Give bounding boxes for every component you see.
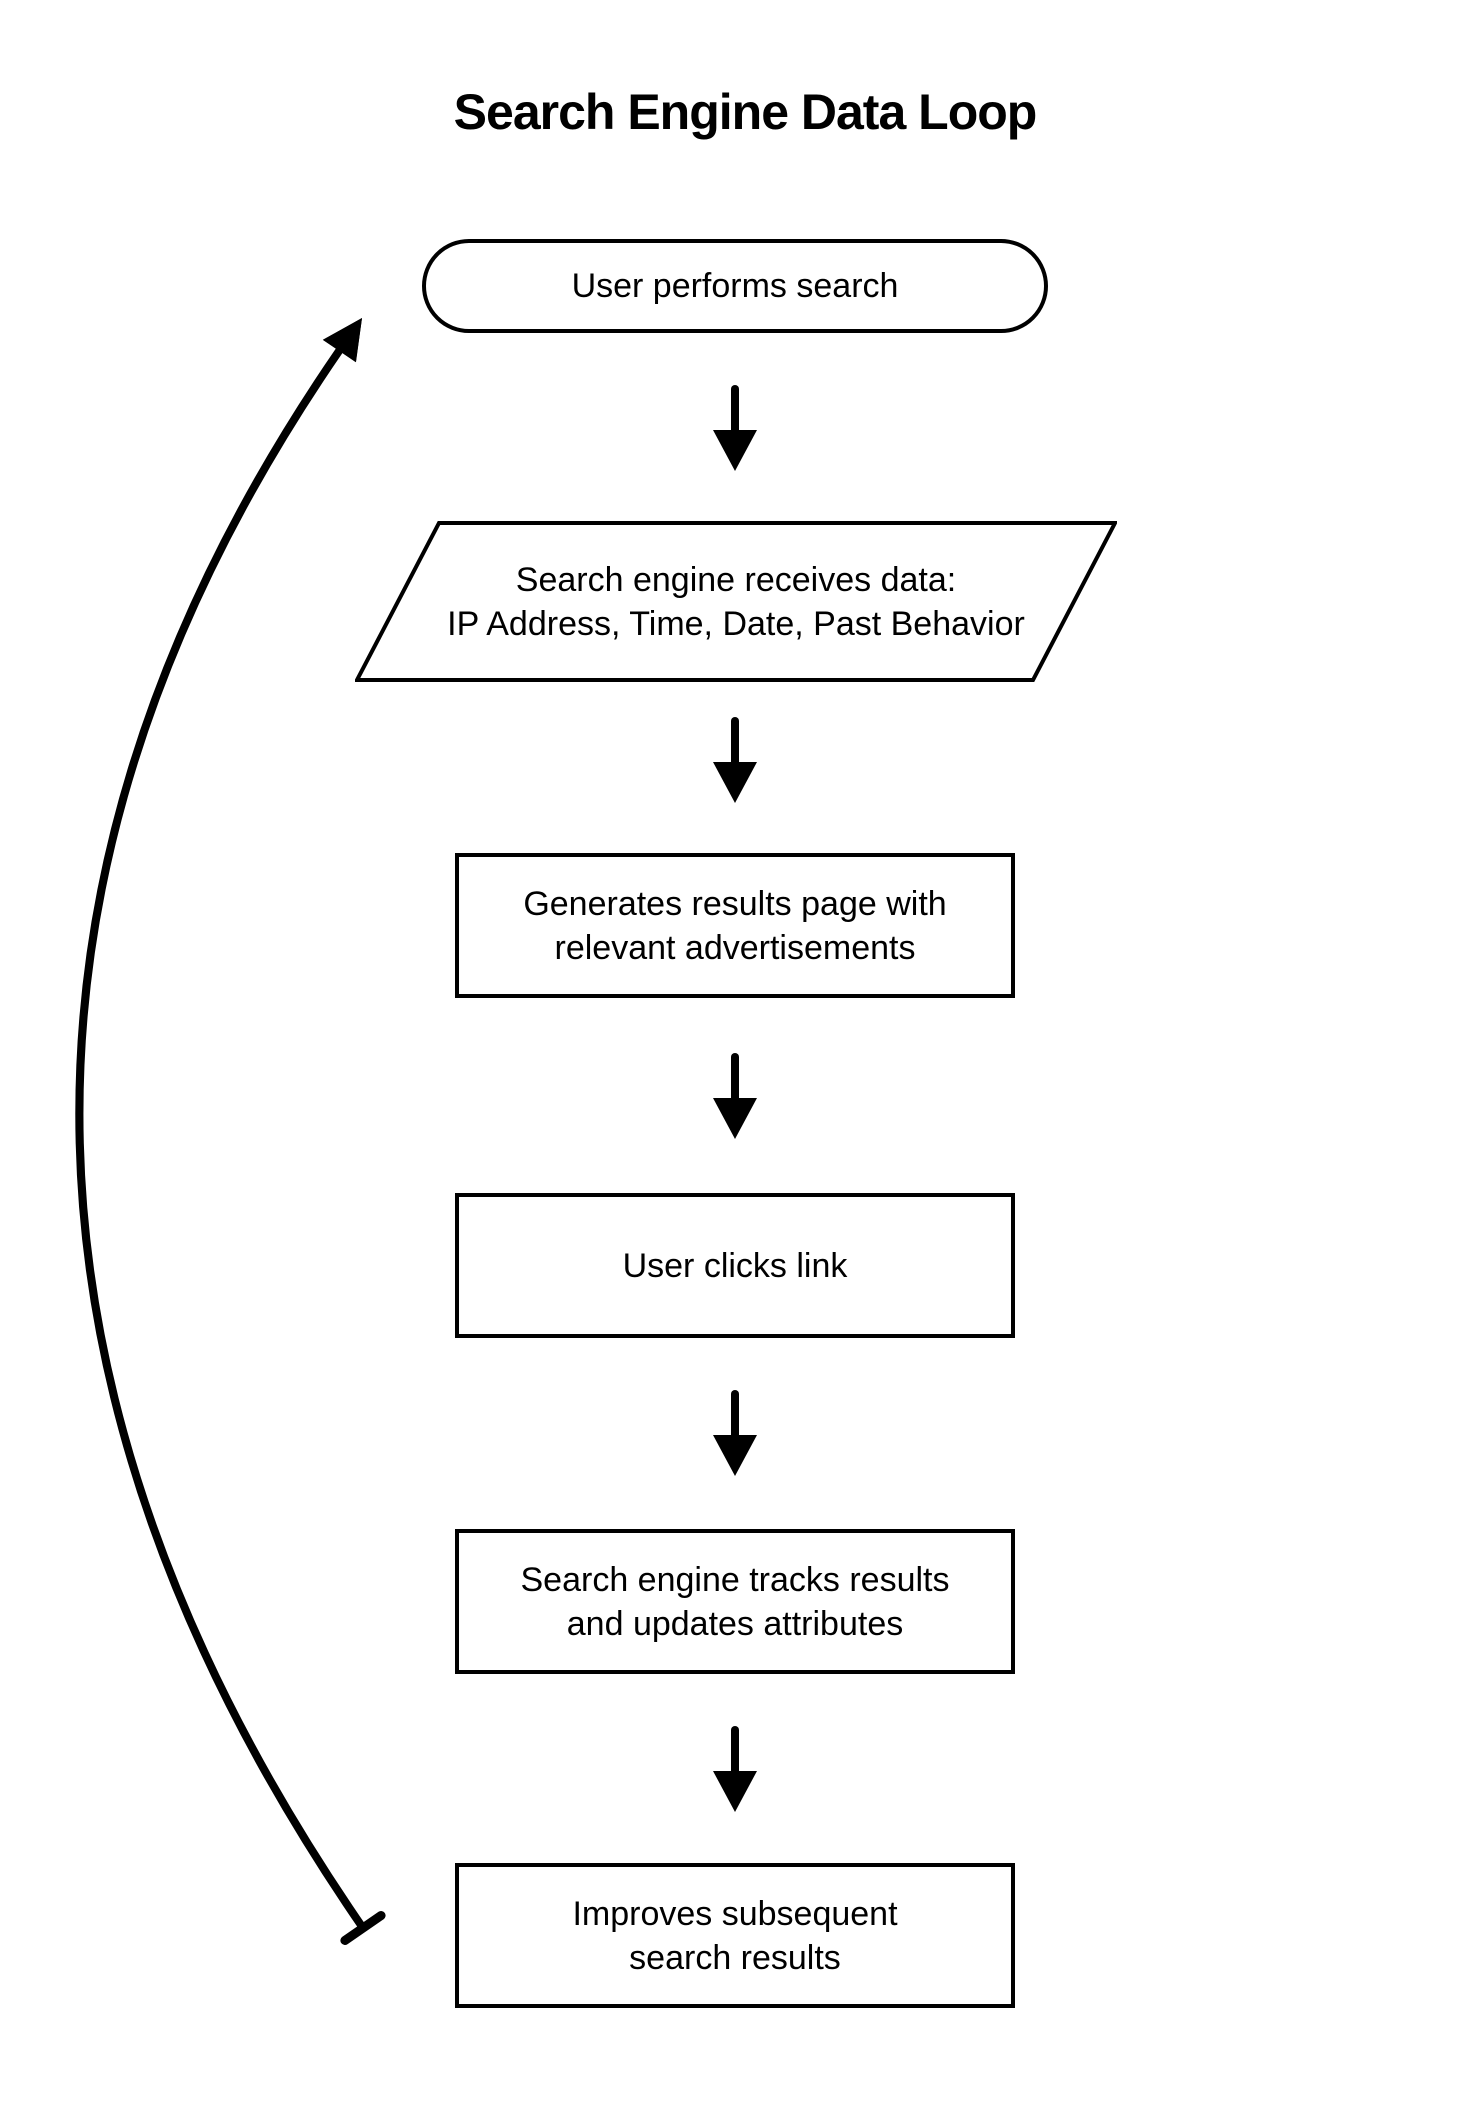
flow-arrow-down-icon [713, 1053, 757, 1139]
flow-arrow-down-icon [713, 717, 757, 803]
node-label: and updates attributes [566, 1604, 904, 1643]
diagram-title: Search Engine Data Loop [453, 84, 1038, 140]
parallelogram-shape [355, 521, 1117, 682]
node-generates-results-page: Generates results page with relevant adv… [455, 853, 1015, 998]
node-label: IP Address, Time, Date, Past Behavior [447, 604, 1025, 643]
node-label: Improves subsequent [572, 1894, 898, 1933]
node-label: User clicks link [622, 1246, 848, 1285]
flow-arrow-down-icon [713, 385, 757, 471]
node-label: relevant advertisements [554, 928, 916, 967]
node-search-engine-receives-data: Search engine receives data: IP Address,… [355, 521, 1117, 682]
node-improves-subsequent-results: Improves subsequent search results [455, 1863, 1015, 2008]
node-user-clicks-link: User clicks link [455, 1193, 1015, 1338]
flow-arrow-down-icon [713, 1726, 757, 1812]
node-label: Generates results page with [523, 884, 947, 923]
node-label: Search engine tracks results [520, 1560, 950, 1599]
node-label: User performs search [571, 267, 899, 305]
node-user-performs-search: User performs search [422, 239, 1048, 333]
flow-arrow-down-icon [713, 1390, 757, 1476]
node-label: Search engine receives data: [515, 560, 957, 599]
node-search-engine-tracks-results: Search engine tracks results and updates… [455, 1529, 1015, 1674]
node-label: search results [629, 1938, 841, 1977]
